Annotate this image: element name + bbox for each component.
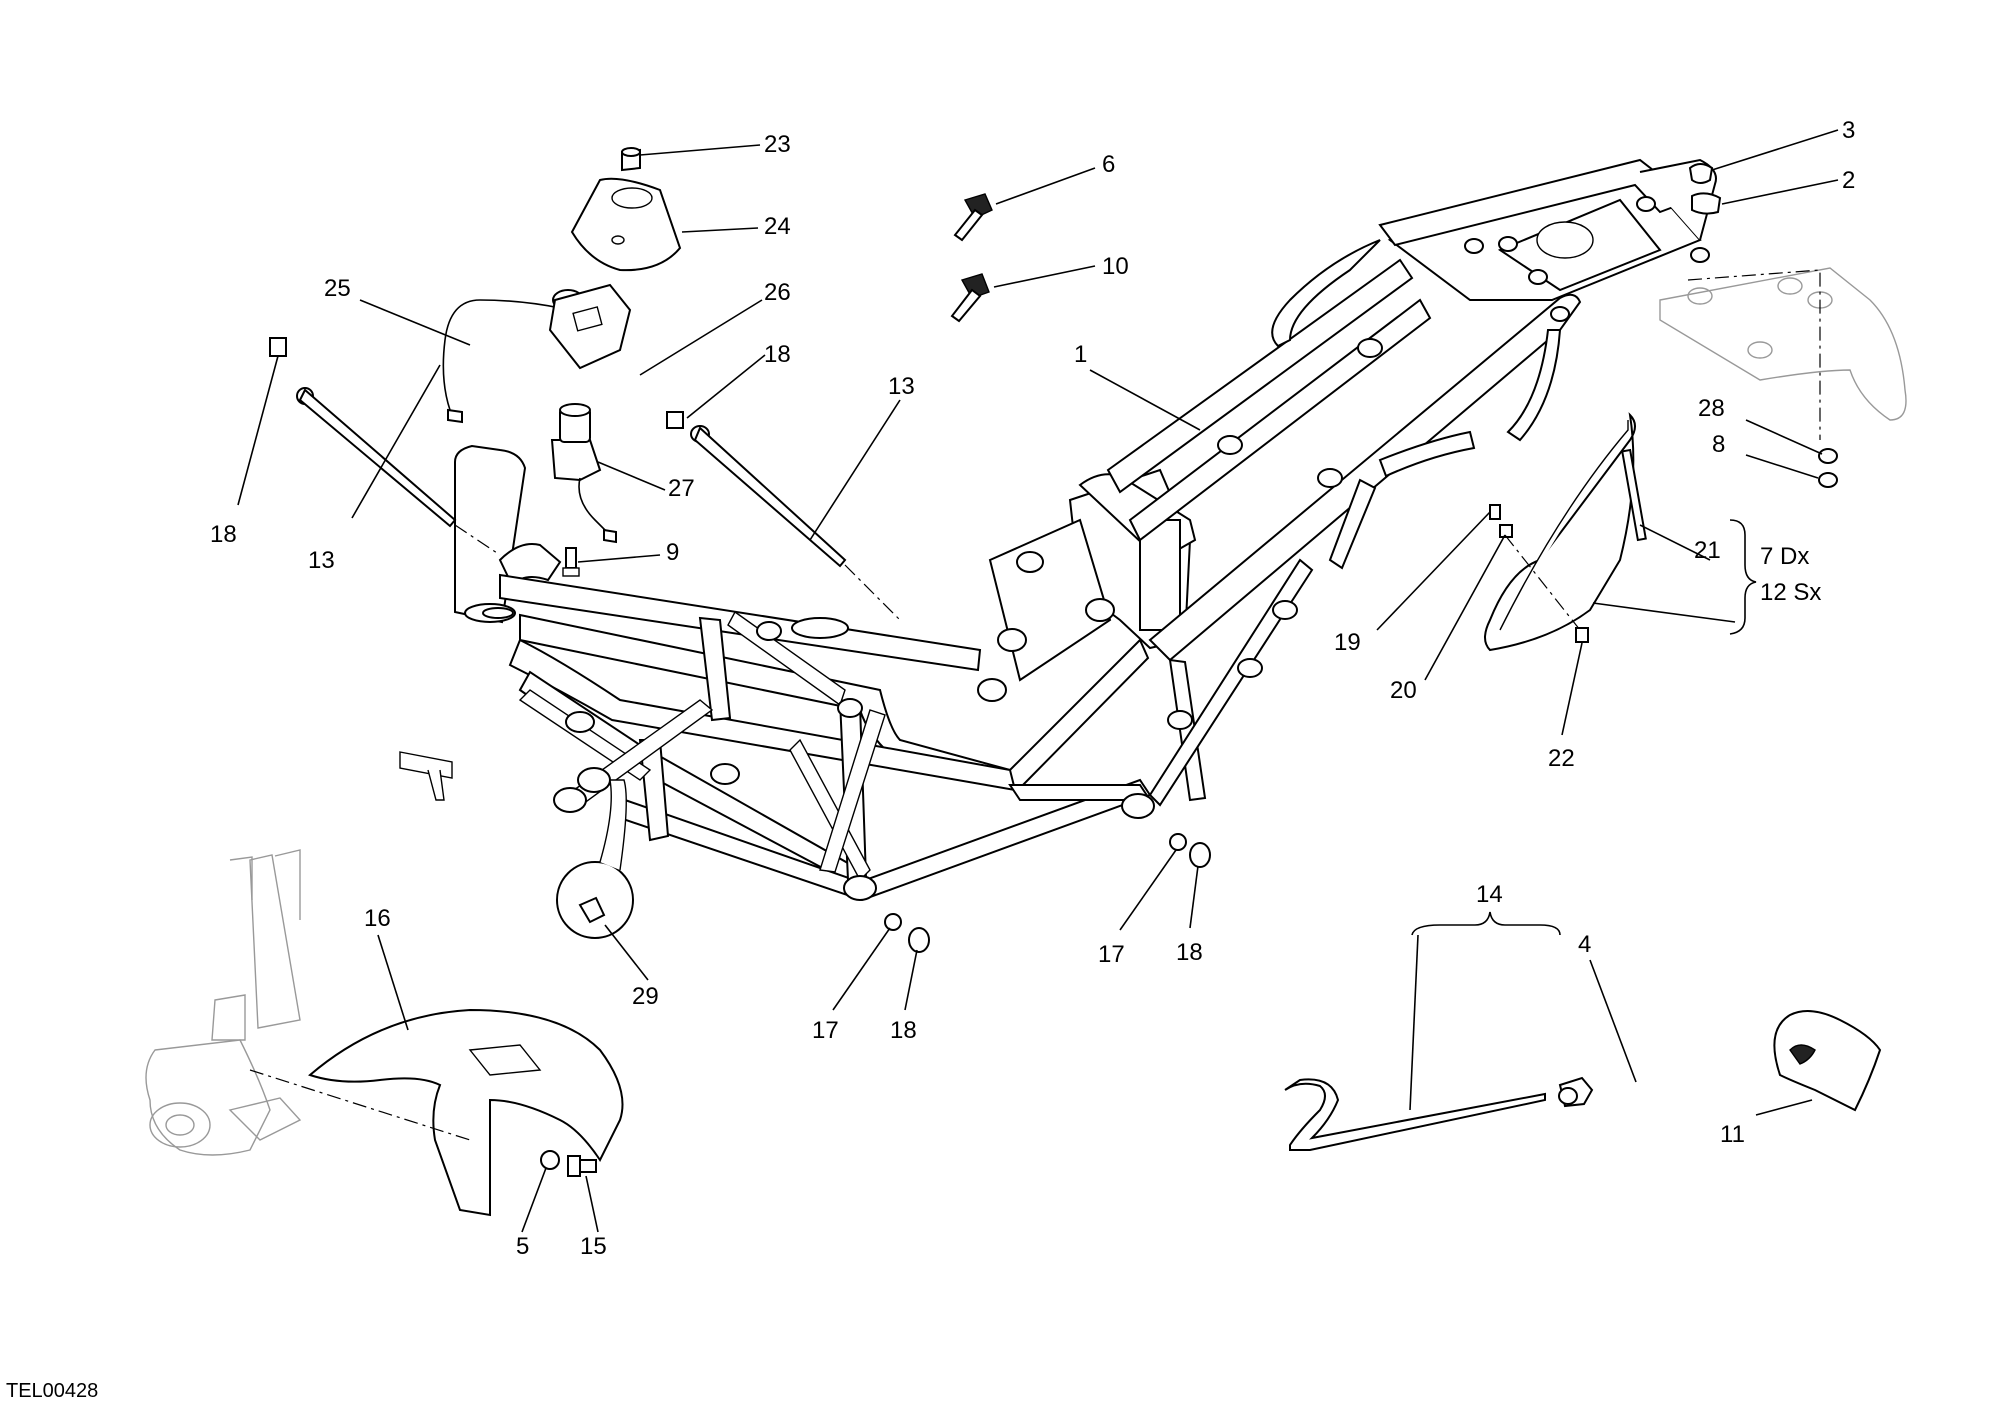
leader-lines xyxy=(237,129,1839,1233)
part-28-washer xyxy=(1818,448,1838,464)
callout-labels: 23 24 25 26 27 9 6 10 1 13 18 18 13 3 2 … xyxy=(210,117,1855,1260)
part-16-front-mudguard xyxy=(249,1008,624,1217)
callout-20: 20 xyxy=(1390,677,1417,704)
part-4-fitting xyxy=(1558,1076,1594,1108)
part-18-washer-d xyxy=(908,927,930,953)
callout-9: 9 xyxy=(666,539,679,566)
callout-27: 27 xyxy=(668,475,695,502)
part-6-key xyxy=(953,193,993,242)
part-23-cap xyxy=(621,147,641,172)
callout-8: 8 xyxy=(1712,431,1725,458)
part-5-washer xyxy=(540,1150,560,1170)
part-11-decal xyxy=(1773,1010,1882,1112)
part-22-fastener xyxy=(1575,627,1589,643)
callout-28: 28 xyxy=(1698,395,1725,422)
drawing-reference-code: TEL00428 xyxy=(6,1380,99,1402)
callout-4: 4 xyxy=(1578,931,1591,958)
rear-mudguard-bracket-ghost xyxy=(1659,267,1907,440)
callout-3: 3 xyxy=(1842,117,1855,144)
callout-19: 19 xyxy=(1334,629,1361,656)
callout-16: 16 xyxy=(364,905,391,932)
part-19-screw xyxy=(1489,504,1501,520)
callout-29: 29 xyxy=(632,983,659,1010)
part-18-washer-c xyxy=(1189,842,1211,868)
callout-variant-right: 7 Dx xyxy=(1760,543,1809,570)
main-frame xyxy=(399,158,1717,902)
part-24-steering-cover xyxy=(570,177,682,272)
part-18-nut-b xyxy=(666,411,684,429)
callout-11: 11 xyxy=(1720,1121,1745,1148)
callout-26: 26 xyxy=(764,279,791,306)
callout-13-right: 13 xyxy=(888,373,915,400)
callout-1: 1 xyxy=(1074,341,1087,368)
callout-23: 23 xyxy=(764,131,791,158)
part-13-bolt-left xyxy=(296,387,501,556)
callout-18-upper-left: 18 xyxy=(210,521,237,548)
part-26-bracket xyxy=(548,283,632,370)
part-18-nut-a xyxy=(269,337,287,357)
part-21-strip xyxy=(1621,448,1647,542)
part-9-bolt xyxy=(562,547,580,577)
variant-brace xyxy=(1729,519,1757,635)
callout-15: 15 xyxy=(580,1233,607,1260)
callout-25: 25 xyxy=(324,275,351,302)
part-2-grommet xyxy=(1691,192,1722,215)
callout-13-left: 13 xyxy=(308,547,335,574)
part-29-inset xyxy=(556,779,634,939)
callout-18-upper-right: 18 xyxy=(764,341,791,368)
callout-10: 10 xyxy=(1102,253,1129,280)
part-17-spacer-a xyxy=(1169,833,1187,851)
callout-17-right: 17 xyxy=(1098,941,1125,968)
part-8-nut xyxy=(1818,472,1838,488)
callout-21: 21 xyxy=(1694,537,1721,564)
part-15-screw xyxy=(567,1155,597,1177)
part-17-spacer-b xyxy=(884,913,902,931)
callout-24: 24 xyxy=(764,213,791,240)
part-3-cap xyxy=(1688,163,1714,184)
part-27-ignition-switch xyxy=(550,403,617,544)
callout-18-left: 18 xyxy=(890,1017,917,1044)
panel-axis xyxy=(1504,534,1581,631)
callout-2: 2 xyxy=(1842,167,1855,194)
part-13-bolt-right xyxy=(690,425,901,621)
part-14-cable xyxy=(1284,1078,1546,1151)
callout-variant-left: 12 Sx xyxy=(1760,579,1821,606)
callout-18-right: 18 xyxy=(1176,939,1203,966)
part-7-12-side-panel xyxy=(1484,412,1636,652)
callout-17-left: 17 xyxy=(812,1017,839,1044)
callout-5: 5 xyxy=(516,1233,529,1260)
part-20-washer xyxy=(1499,524,1513,538)
callout-14: 14 xyxy=(1476,881,1503,908)
callout-6: 6 xyxy=(1102,151,1115,178)
part-10-key xyxy=(950,273,990,323)
callout-22: 22 xyxy=(1548,745,1575,772)
fork-ghost xyxy=(145,849,302,1156)
